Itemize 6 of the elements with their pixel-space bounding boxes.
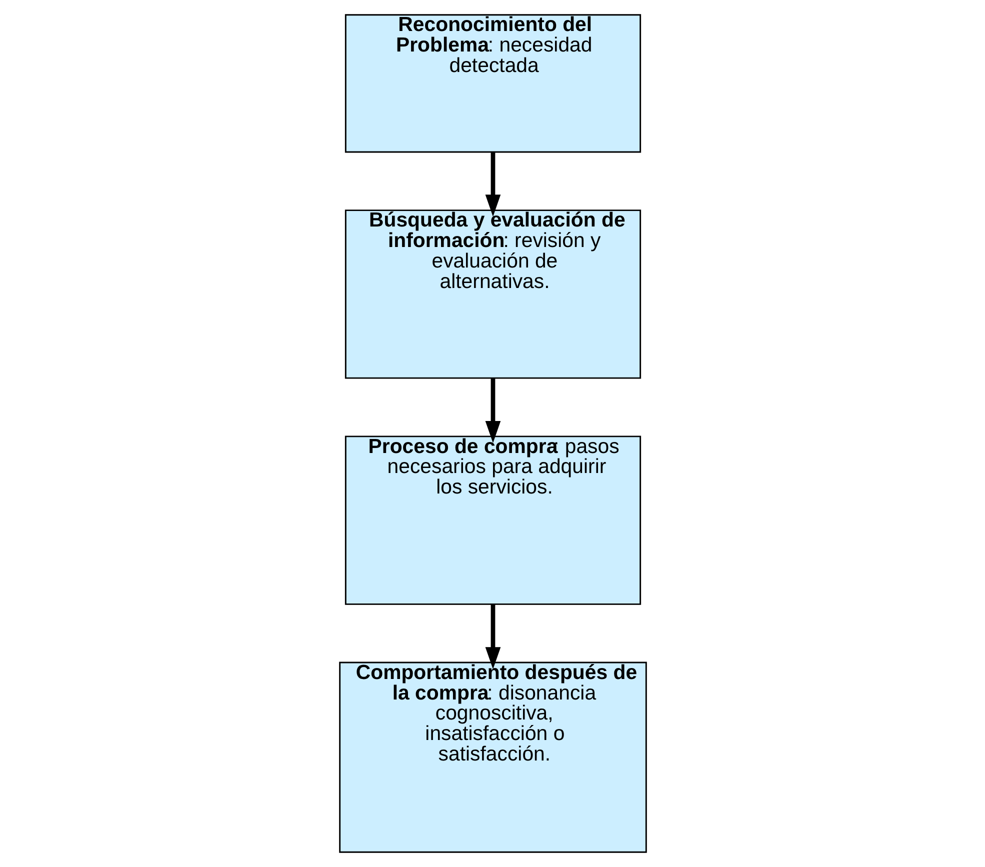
node-box: Reconocimiento del Problema: necesidad detectada [344,14,641,153]
node-box: Comportamiento después de la compra: disonancia cognoscitiva, insatisfacción o satisfacción. [338,662,646,853]
node-box: Búsqueda y evaluación de información: revisión y evaluación de alternativas. [344,210,641,379]
arrow [484,604,500,670]
arrow [484,378,500,443]
arrow [484,152,500,217]
